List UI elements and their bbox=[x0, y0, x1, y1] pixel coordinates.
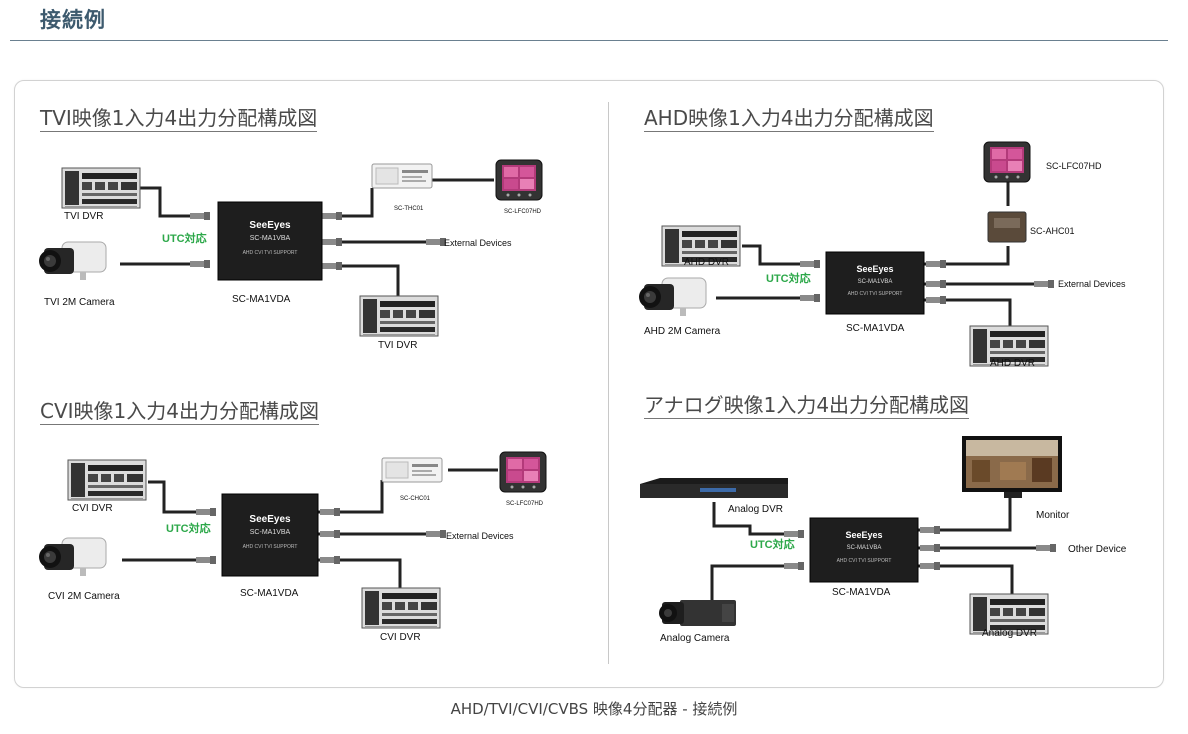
tvi-splitter-support: AHD CVI TVI SUPPORT bbox=[243, 250, 298, 256]
tvi-section-title: TVI映像1入力4出力分配構成図 bbox=[40, 106, 318, 132]
ahd-splitter-support: AHD CVI TVI SUPPORT bbox=[848, 291, 903, 297]
analog-dvr-in-label: Analog DVR bbox=[728, 504, 783, 515]
figure-caption: AHD/TVI/CVI/CVBS 映像4分配器 - 接続例 bbox=[450, 700, 738, 718]
tvi-utc-label: UTC対応 bbox=[162, 231, 207, 245]
ahd-dvr-out-label: AHD DVR bbox=[990, 358, 1035, 369]
analog-dvr-in-icon bbox=[640, 478, 788, 498]
ahd-camera-icon bbox=[638, 277, 707, 317]
analog-splitter-support: AHD CVI TVI SUPPORT bbox=[837, 558, 892, 564]
cvi-dvr-in-label: CVI DVR bbox=[72, 503, 113, 514]
cvi-diagram: SeeEyes SC-MA1VBA AHD CVI TVI SUPPORT CV… bbox=[38, 451, 547, 643]
analog-diagram: SeeEyes SC-MA1VBA AHD CVI TVI SUPPORT An… bbox=[640, 436, 1127, 644]
tvi-dvr-out-icon bbox=[359, 295, 439, 337]
title-divider bbox=[10, 40, 1168, 41]
tvi-splitter-brand: SeeEyes bbox=[249, 220, 291, 231]
analog-splitter-icon bbox=[809, 517, 919, 583]
cvi-splitter-model: SC-MA1VBA bbox=[250, 529, 291, 536]
cvi-converter-label: SC-CHC01 bbox=[400, 496, 431, 502]
tvi-dvr-in-label: TVI DVR bbox=[64, 211, 103, 222]
tvi-dvr-out-label: TVI DVR bbox=[378, 340, 417, 351]
cvi-device-label: SC-MA1VDA bbox=[240, 588, 299, 599]
tvi-diagram: SeeEyes SC-MA1VBA AHD CVI TVI SUPPORT TV… bbox=[38, 159, 543, 351]
cvi-dvr-out-icon bbox=[361, 587, 441, 629]
ahd-splitter-icon bbox=[825, 251, 925, 315]
cvi-utc-label: UTC対応 bbox=[166, 521, 211, 535]
ahd-dvr-in-label: AHD DVR bbox=[684, 257, 729, 268]
analog-monitor-icon bbox=[962, 436, 1062, 498]
cvi-splitter-icon bbox=[221, 493, 319, 577]
ahd-splitter-model: SC-MA1VBA bbox=[858, 279, 893, 285]
analog-splitter-brand: SeeEyes bbox=[845, 530, 882, 540]
cvi-converter-icon bbox=[381, 457, 443, 483]
analog-camera-icon bbox=[659, 600, 736, 626]
analog-monitor-label: Monitor bbox=[1036, 510, 1070, 521]
tvi-external-label: External Devices bbox=[444, 238, 512, 248]
cvi-dvr-in-icon bbox=[67, 459, 147, 501]
cvi-monitor-label: SC-LFC07HD bbox=[506, 501, 544, 507]
tvi-converter-label: SC-THC01 bbox=[394, 206, 424, 212]
ahd-monitor-label: SC-LFC07HD bbox=[1046, 161, 1102, 171]
cvi-splitter-brand: SeeEyes bbox=[249, 514, 291, 525]
page-title: 接続例 bbox=[40, 8, 106, 32]
analog-device-label: SC-MA1VDA bbox=[832, 587, 891, 598]
tvi-splitter-icon bbox=[217, 201, 323, 281]
analog-splitter-model: SC-MA1VBA bbox=[847, 545, 882, 551]
tvi-monitor-icon bbox=[495, 159, 543, 201]
ahd-external-label: External Devices bbox=[1058, 279, 1126, 289]
ahd-splitter-brand: SeeEyes bbox=[856, 264, 893, 274]
analog-section-title: アナログ映像1入力4出力分配構成図 bbox=[644, 393, 970, 419]
ahd-diagram: SeeEyes SC-MA1VBA AHD CVI TVI SUPPORT SC… bbox=[638, 141, 1126, 369]
cvi-external-label: External Devices bbox=[446, 531, 514, 541]
analog-other-label: Other Device bbox=[1068, 544, 1127, 555]
ahd-converter-label: SC-AHC01 bbox=[1030, 226, 1075, 236]
cvi-section-title: CVI映像1入力4出力分配構成図 bbox=[40, 399, 319, 425]
tvi-converter-icon bbox=[371, 163, 433, 189]
cvi-splitter-support: AHD CVI TVI SUPPORT bbox=[243, 544, 298, 550]
tvi-camera-icon bbox=[38, 241, 107, 281]
ahd-utc-label: UTC対応 bbox=[766, 271, 811, 285]
ahd-monitor-icon bbox=[983, 141, 1031, 183]
diagram-panel bbox=[14, 80, 1164, 688]
panel-divider bbox=[608, 102, 609, 664]
cvi-monitor-icon bbox=[499, 451, 547, 493]
analog-camera-label: Analog Camera bbox=[660, 633, 730, 644]
cvi-camera-label: CVI 2M Camera bbox=[48, 591, 120, 602]
tvi-monitor-label: SC-LFC07HD bbox=[504, 209, 542, 215]
tvi-dvr-in-icon bbox=[61, 167, 141, 209]
tvi-device-label: SC-MA1VDA bbox=[232, 294, 291, 305]
tvi-splitter-model: SC-MA1VBA bbox=[250, 235, 291, 242]
analog-dvr-out-label: Analog DVR bbox=[982, 628, 1037, 639]
ahd-section-title: AHD映像1入力4出力分配構成図 bbox=[644, 106, 934, 132]
ahd-device-label: SC-MA1VDA bbox=[846, 323, 905, 334]
cvi-camera-icon bbox=[38, 537, 107, 577]
analog-utc-label: UTC対応 bbox=[750, 537, 795, 551]
tvi-camera-label: TVI 2M Camera bbox=[44, 297, 115, 308]
cvi-dvr-out-label: CVI DVR bbox=[380, 632, 421, 643]
ahd-camera-label: AHD 2M Camera bbox=[644, 326, 721, 337]
